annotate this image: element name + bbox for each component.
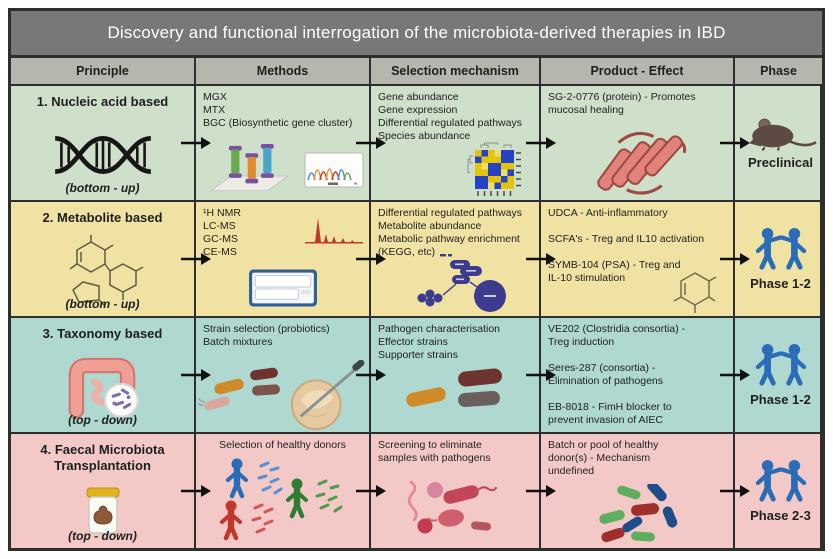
figure-title: Discovery and functional interrogation o…	[11, 11, 822, 58]
phase-cell: Phase 1-2	[735, 318, 822, 432]
selection-text: Screening to eliminate samples with path…	[378, 439, 491, 465]
flow-arrow-icon	[356, 253, 386, 265]
principle-approach: (top - down)	[68, 529, 137, 543]
product-text: Batch or pool of healthy donor(s) - Mech…	[548, 439, 659, 478]
selection-text: Pathogen characterisation Effector strai…	[378, 323, 500, 362]
principle-name: 3. Taxonomy based	[42, 326, 163, 341]
table-row-fmt: 4. Faecal Microbiota Transplantation (to…	[11, 432, 822, 548]
instrument-icon	[248, 269, 317, 307]
pathogens-icon	[407, 480, 498, 534]
header-row: Principle Methods Selection mechanism Pr…	[11, 58, 822, 84]
phase-label: Phase 2-3	[750, 508, 811, 523]
people-pair-icon	[755, 459, 806, 502]
column-header-phase: Phase	[760, 64, 797, 78]
methods-cell: MGX MTX BGC (Biosynthetic gene cluster)	[196, 86, 371, 200]
principle-name: 2. Metabolite based	[42, 210, 163, 225]
principle-approach: (top - down)	[68, 413, 137, 427]
flow-arrow-icon	[181, 137, 211, 149]
principle-name: 1. Nucleic acid based	[36, 94, 169, 109]
methods-cell: Selection of healthy donors	[196, 434, 371, 548]
bacteria-strains-icon	[198, 367, 280, 411]
principle-name: 4. Faecal Microbiota Transplantation	[40, 442, 165, 473]
principle-cell: 2. Metabolite based (bottom - up)	[11, 202, 196, 316]
therapies-table: Discovery and functional interrogation o…	[8, 8, 825, 551]
column-header-methods: Methods	[196, 58, 371, 84]
heatmap-icon	[467, 142, 521, 196]
phase-label: Phase 1-2	[750, 276, 811, 291]
phase-label: Preclinical	[747, 155, 814, 170]
selection-mechanism-cell: Gene abundance Gene expression Different…	[371, 86, 541, 200]
methods-text: Selection of healthy donors	[219, 439, 346, 451]
principle-cell: 1. Nucleic acid based (bottom - up)	[11, 86, 196, 200]
column-header-principle: Principle	[11, 58, 196, 84]
flow-arrow-icon	[526, 485, 556, 497]
molecule-icon	[673, 272, 717, 313]
petri-dish-icon	[290, 360, 365, 430]
flow-arrow-icon	[526, 253, 556, 265]
people-pair-icon	[755, 343, 806, 386]
donor-people-icon	[219, 458, 342, 541]
selection-mechanism-cell: Screening to eliminate samples with path…	[371, 434, 541, 548]
protein-ribbon-icon	[597, 131, 687, 195]
flow-arrow-icon	[181, 253, 211, 265]
phase-label: Phase 1-2	[750, 392, 811, 407]
table-row-nucleic-acid: 1. Nucleic acid based (bottom - up) MGX …	[11, 84, 822, 200]
phase-cell: Phase 1-2	[735, 202, 822, 316]
bacteria-capsules-icon	[406, 368, 502, 407]
bacteria-mix-icon	[599, 484, 678, 543]
flow-arrow-icon	[720, 253, 750, 265]
phase-cell: Phase 2-3	[735, 434, 822, 548]
selection-mechanism-cell: Pathogen characterisation Effector strai…	[371, 318, 541, 432]
product-text: VE202 (Clostridia consortia) - Treg indu…	[548, 323, 686, 427]
product-effect-cell: UDCA - Anti-inflammatory SCFA's - Treg a…	[541, 202, 735, 316]
methods-cell: Strain selection (probiotics) Batch mixt…	[196, 318, 371, 432]
chromatogram-icon	[304, 152, 364, 188]
flow-arrow-icon	[181, 485, 211, 497]
flow-arrow-icon	[181, 369, 211, 381]
people-pair-icon	[755, 227, 806, 270]
methods-cell: ¹H NMR LC-MS GC-MS CE-MS	[196, 202, 371, 316]
principle-cell: 3. Taxonomy based (top	[11, 318, 196, 432]
flow-arrow-icon	[720, 369, 750, 381]
product-effect-cell: VE202 (Clostridia consortia) - Treg indu…	[541, 318, 735, 432]
ms-spectrum-icon	[305, 218, 363, 244]
table-row-taxonomy: 3. Taxonomy based (top	[11, 316, 822, 432]
product-text: SG-2-0776 (protein) - Promotes mucosal h…	[548, 91, 696, 117]
selection-text: Differential regulated pathways Metaboli…	[378, 207, 522, 259]
dna-icon	[54, 135, 151, 174]
flow-arrow-icon	[720, 137, 750, 149]
flow-arrow-icon	[356, 369, 386, 381]
selection-mechanism-cell: Differential regulated pathways Metaboli…	[371, 202, 541, 316]
product-text: UDCA - Anti-inflammatory SCFA's - Treg a…	[548, 207, 705, 285]
flow-arrow-icon	[356, 485, 386, 497]
flow-arrow-icon	[356, 137, 386, 149]
intestine-magnifier-icon	[68, 357, 139, 419]
product-effect-cell: Batch or pool of healthy donor(s) - Mech…	[541, 434, 735, 548]
column-header-selection-mechanism: Selection mechanism	[371, 58, 541, 84]
flow-arrow-icon	[526, 137, 556, 149]
sequencing-plate-icon	[209, 144, 290, 192]
pathway-network-icon	[417, 254, 507, 312]
phase-cell: Preclinical	[735, 86, 822, 200]
principle-cell: 4. Faecal Microbiota Transplantation (to…	[11, 434, 196, 548]
mouse-icon	[748, 118, 817, 152]
product-effect-cell: SG-2-0776 (protein) - Promotes mucosal h…	[541, 86, 735, 200]
flow-arrow-icon	[720, 485, 750, 497]
methods-text: Strain selection (probiotics) Batch mixt…	[203, 323, 330, 349]
principle-approach: (bottom - up)	[65, 297, 140, 311]
stool-sample-jar-icon	[86, 487, 119, 534]
flow-arrow-icon	[526, 369, 556, 381]
metabolite-structures-icon	[69, 234, 143, 307]
methods-text: MGX MTX BGC (Biosynthetic gene cluster)	[203, 91, 353, 130]
column-header-product-effect: Product - Effect	[541, 58, 735, 84]
table-row-metabolite: 2. Metabolite based (bottom - up)	[11, 200, 822, 316]
methods-text: ¹H NMR LC-MS GC-MS CE-MS	[203, 207, 241, 259]
principle-approach: (bottom - up)	[65, 181, 140, 195]
selection-text: Gene abundance Gene expression Different…	[378, 91, 522, 143]
